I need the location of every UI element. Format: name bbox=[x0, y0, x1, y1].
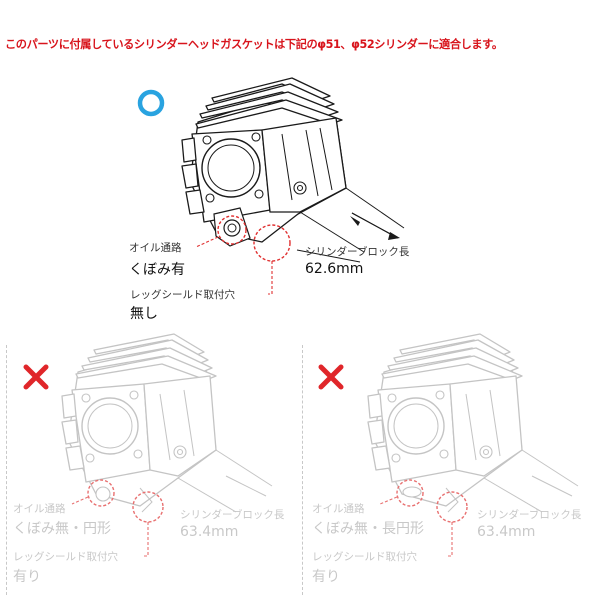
block-length-label: シリンダーブロック長 bbox=[180, 509, 285, 521]
block-length-label: シリンダーブロック長 bbox=[305, 246, 410, 258]
divider-left bbox=[6, 345, 7, 595]
oil-passage-label: オイル通路 bbox=[129, 242, 182, 254]
cross-ng-icon bbox=[318, 364, 344, 390]
oil-passage-label: オイル通路 bbox=[13, 503, 66, 515]
leg-shield-value: 有り bbox=[312, 569, 340, 585]
oil-passage-label: オイル通路 bbox=[312, 503, 365, 515]
oil-passage-value: くぼみ有 bbox=[129, 262, 185, 278]
oil-passage-value: くぼみ無・長円形 bbox=[312, 521, 424, 537]
cross-ng-icon bbox=[23, 364, 49, 390]
leg-shield-value: 無し bbox=[130, 306, 158, 322]
oil-passage-value: くぼみ無・円形 bbox=[13, 521, 111, 537]
compatibility-note: このパーツに付属しているシリンダーヘッドガスケットは下記のφ51、φ52シリンダ… bbox=[5, 38, 503, 51]
block-length-value: 63.4mm bbox=[477, 524, 536, 540]
leg-shield-label: レッグシールド取付穴 bbox=[13, 551, 118, 563]
divider-right bbox=[302, 345, 303, 595]
circle-ok-icon bbox=[137, 89, 165, 117]
leg-shield-label: レッグシールド取付穴 bbox=[312, 551, 417, 563]
leg-shield-value: 有り bbox=[13, 569, 41, 585]
block-length-value: 63.4mm bbox=[180, 524, 239, 540]
block-length-label: シリンダーブロック長 bbox=[477, 509, 582, 521]
leg-shield-label: レッグシールド取付穴 bbox=[130, 289, 235, 301]
block-length-value: 62.6mm bbox=[305, 261, 364, 277]
